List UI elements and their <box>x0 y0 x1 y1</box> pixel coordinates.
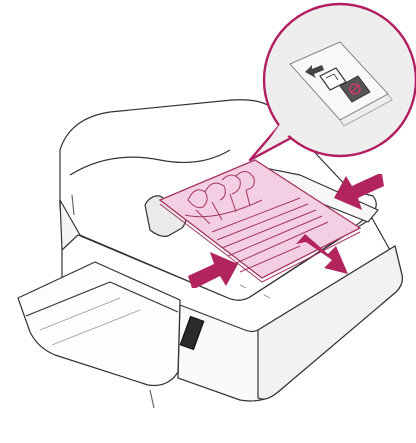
side-notch-2 <box>150 390 154 408</box>
callout-bubble <box>250 4 416 160</box>
